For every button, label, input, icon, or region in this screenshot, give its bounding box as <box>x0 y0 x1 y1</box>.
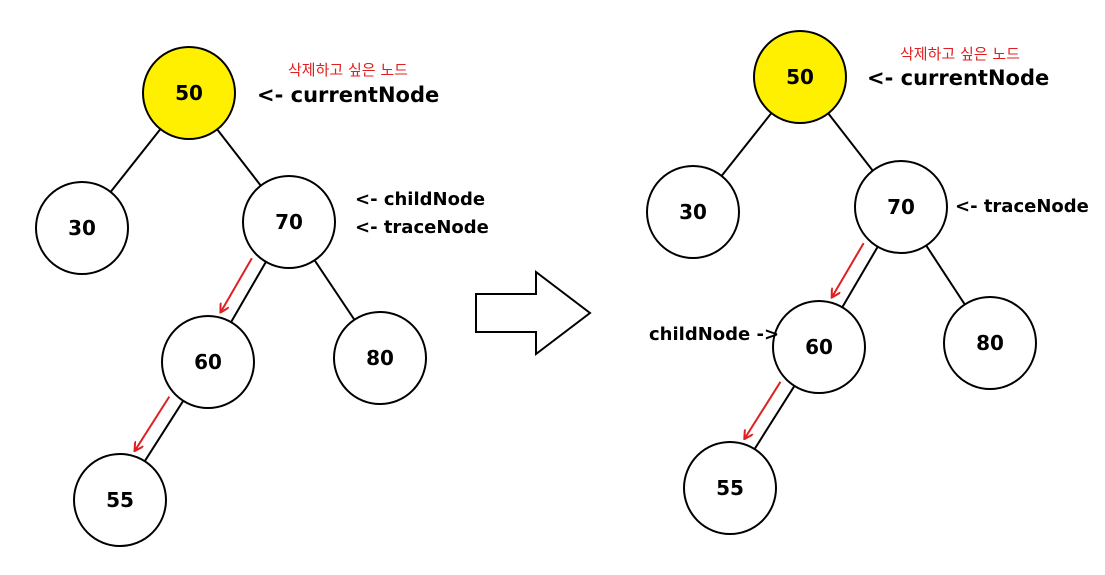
trace-node-label: <- traceNode <box>355 217 489 238</box>
tree-nodes: 50 30 70 60 80 55 <box>35 46 427 547</box>
node-value: 70 <box>275 210 303 234</box>
tree-nodes: 50 30 70 60 80 55 <box>646 30 1037 535</box>
node-value: 30 <box>679 200 707 224</box>
tree-node-circle <box>772 300 866 394</box>
current-node-label: <- currentNode <box>257 83 439 107</box>
node-value: 80 <box>366 346 394 370</box>
current-node-circle <box>142 46 236 140</box>
node-value: 55 <box>716 476 744 500</box>
tree-node-circle <box>943 296 1037 390</box>
tree-node-circle <box>161 315 255 409</box>
before-diagram: 50 30 70 60 80 55 삭제하고 싶은 노드 <- currentNode <… <box>35 46 489 547</box>
node-value: 80 <box>976 331 1004 355</box>
trace-node-label: <- traceNode <box>955 196 1089 217</box>
tree-node-circle <box>646 165 740 259</box>
node-value: 50 <box>175 81 203 105</box>
child-node-label: childNode -> <box>649 324 779 345</box>
red-traverse-arrow-icon <box>221 257 253 311</box>
node-value: 30 <box>68 216 96 240</box>
delete-target-note: 삭제하고 싶은 노드 <box>288 61 408 79</box>
traversal-arrows <box>135 257 253 451</box>
node-value: 50 <box>786 65 814 89</box>
current-node-label: <- currentNode <box>867 66 1049 90</box>
node-value: 60 <box>194 350 222 374</box>
delete-target-note: 삭제하고 싶은 노드 <box>900 45 1020 63</box>
transition-arrow-icon <box>475 269 592 357</box>
tree-node-circle <box>333 311 427 405</box>
red-traverse-arrow-icon <box>135 396 171 451</box>
node-value: 60 <box>805 335 833 359</box>
tree-node-circle <box>242 175 336 269</box>
after-diagram: 50 30 70 60 80 55 삭제하고 싶은 노드 <- currentNode <… <box>646 30 1089 535</box>
tree-node-circle <box>854 160 948 254</box>
child-node-label: <- childNode <box>355 189 485 210</box>
tree-node-circle <box>73 453 167 547</box>
tree-node-circle <box>35 181 129 275</box>
tree-edges <box>81 92 381 501</box>
tree-node-circle <box>683 441 777 535</box>
red-traverse-arrow-icon <box>832 242 865 297</box>
traversal-arrows <box>745 242 865 438</box>
current-node-circle <box>753 30 847 124</box>
node-value: 55 <box>106 488 134 512</box>
node-value: 70 <box>887 195 915 219</box>
red-traverse-arrow-icon <box>745 381 782 438</box>
